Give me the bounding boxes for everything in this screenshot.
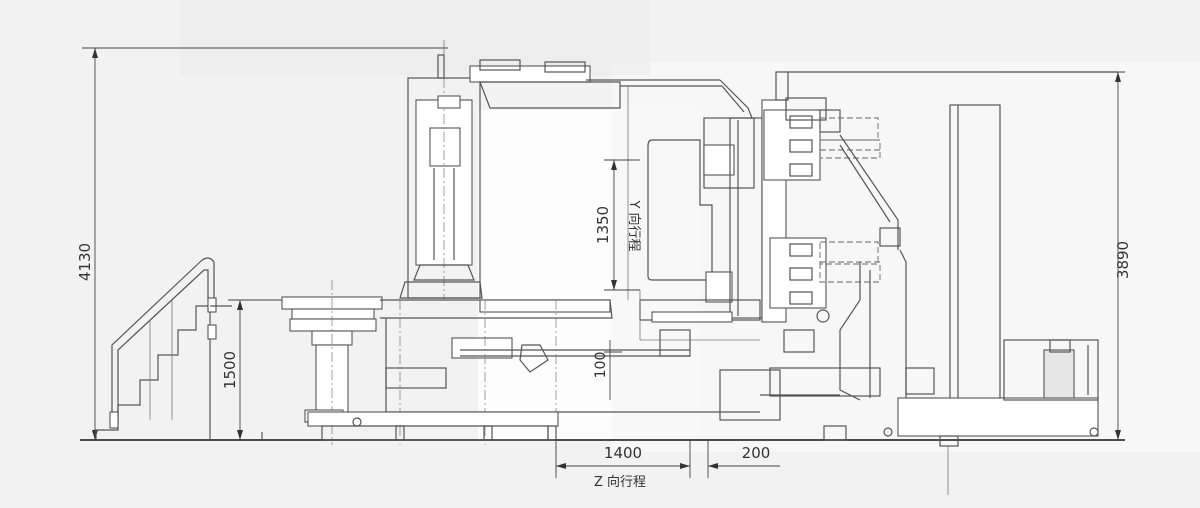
access-stairs [95, 257, 232, 440]
dim-z-travel: 1400 200 Z 向行程 [555, 440, 780, 490]
dim-100-label: 100 [593, 352, 609, 379]
dim-200-label: 200 [742, 444, 771, 462]
dim-1500-label: 1500 [221, 351, 239, 389]
vertical-column [399, 40, 483, 300]
dim-4130: 4130 [76, 47, 448, 440]
white-panel-top [180, 0, 650, 75]
y-travel-label: Y 向行程 [626, 199, 642, 251]
dim-4130-label: 4130 [76, 243, 94, 281]
spindle-head [639, 117, 763, 341]
right-enclosure [788, 71, 1118, 495]
rotary-table-left [261, 280, 383, 445]
dim-1400-label: 1400 [604, 444, 642, 462]
dim-3890-label: 3890 [1114, 241, 1132, 279]
z-travel-label: Z 向行程 [594, 474, 646, 490]
dim-y-travel: 1350 Y 向行程 [594, 159, 642, 291]
top-beam [469, 59, 753, 300]
right-frame [719, 134, 935, 441]
dim-3890: 3890 [1000, 71, 1132, 440]
tool-magazine [761, 71, 841, 353]
extended-position [819, 117, 881, 283]
center-base [307, 299, 760, 470]
dim-100: 100 [593, 340, 622, 400]
dim-1350-label: 1350 [594, 206, 612, 244]
